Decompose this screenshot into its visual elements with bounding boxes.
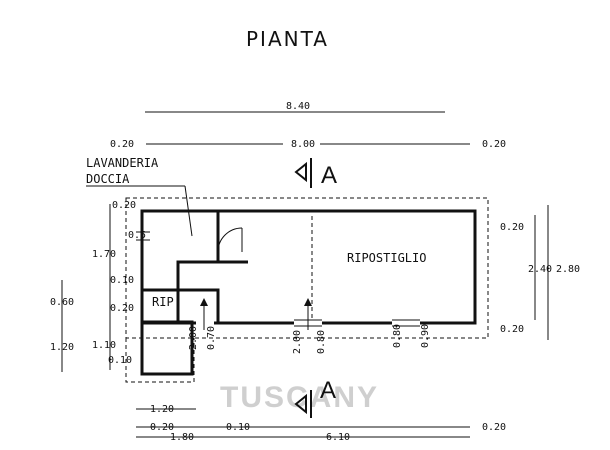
room-label-small-store: RIP.	[152, 295, 181, 309]
dim-bottom-a: 0.20	[150, 422, 174, 433]
bottom-dimensions: 1.20 0.20 0.10 0.20 1.80 6.10	[136, 404, 506, 443]
dim-top-right-margin: 0.20	[482, 139, 506, 150]
plan-title: PIANTA	[246, 27, 329, 51]
dim-overall-width: 8.40	[286, 101, 310, 112]
right-dimensions: 0.20 2.40 2.80 0.20	[500, 205, 580, 340]
door-label-1: 2.00	[188, 326, 199, 350]
dim-bottom-small: 1.20	[150, 404, 174, 415]
dim-left-4: 0.10	[110, 275, 134, 286]
dim-left-9: 0.10	[108, 355, 132, 366]
opening-labels: 2.00 0.70 2.00 0.80 0.80 0.90	[188, 324, 431, 354]
watermark-text: TUSCANY	[220, 381, 379, 414]
door-label-2: 0.70	[206, 326, 217, 350]
dim-bottom-e: 0.20	[482, 422, 506, 433]
dim-top-left-margin: 0.20	[110, 139, 134, 150]
top-dimensions: 8.40 0.20 8.00 0.20	[110, 101, 506, 150]
dim-left-8: 1.20	[50, 342, 74, 353]
outer-boundary	[125, 197, 489, 339]
dim-left-5: 0.20	[110, 303, 134, 314]
dim-left-1: 0.20	[112, 200, 136, 211]
dim-right-bottom: 0.20	[500, 324, 524, 335]
dim-bottom-b: 0.10	[226, 422, 250, 433]
room-label-storage: RIPOSTIGLIO	[347, 251, 426, 265]
building-walls	[136, 209, 477, 376]
section-marker-top: A	[294, 158, 337, 189]
room-label-shower: DOCCIA	[86, 172, 130, 186]
room-label-laundry: LAVANDERIA	[86, 156, 159, 170]
dim-bottom-c: 1.80	[170, 432, 194, 443]
dim-right-total: 2.80	[556, 264, 580, 275]
dim-right-top: 0.20	[500, 222, 524, 233]
dim-left-7: 1.10	[92, 340, 116, 351]
dim-inner-width: 8.00	[291, 139, 315, 150]
door-label-3: 2.00	[292, 330, 303, 354]
dim-right-mid: 2.40	[528, 264, 552, 275]
door-label-6: 0.90	[420, 324, 431, 348]
section-marker-bottom: A	[294, 377, 336, 418]
door-label-4: 0.80	[316, 330, 327, 354]
door-label-5: 0.80	[392, 324, 403, 348]
dim-left-2: 0.5	[128, 230, 146, 241]
dim-left-3: 1.70	[92, 249, 116, 260]
left-dimensions: 0.20 0.5 1.70 0.10 0.20 0.60 1.10 1.20 0…	[50, 200, 146, 372]
section-letter-bottom: A	[320, 377, 336, 404]
section-letter-top: A	[321, 162, 337, 189]
arrow-markers	[200, 298, 312, 330]
dim-left-6: 0.60	[50, 297, 74, 308]
dim-bottom-d: 6.10	[326, 432, 350, 443]
